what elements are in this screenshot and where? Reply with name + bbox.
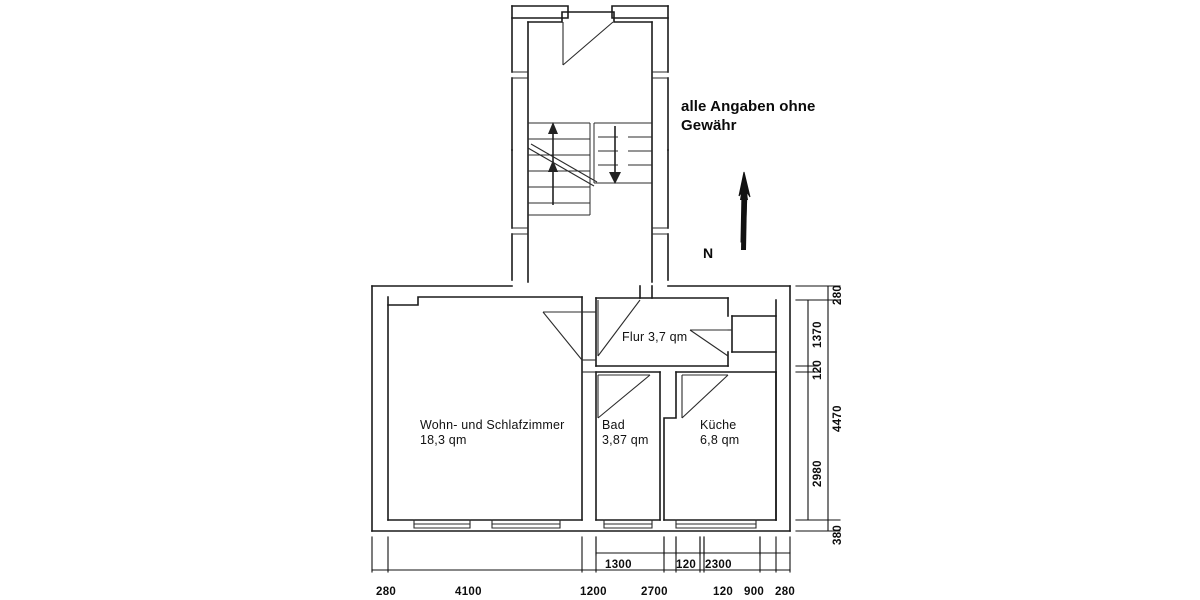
window-bad [603, 519, 653, 529]
stairwell-entry-door [562, 21, 614, 66]
disclaimer-line-2: Gewähr [681, 117, 737, 134]
stair-treads-down [593, 122, 652, 184]
door-swing-bad [597, 374, 651, 419]
room-outline-flur [581, 285, 729, 367]
dimension-lines-bottom [371, 536, 791, 573]
dim-bottom-outer-280-right: 280 [775, 586, 796, 598]
window-kueche [675, 519, 757, 529]
room-name-kueche: Küche [700, 418, 737, 432]
room-label-bad: Bad 3,87 qm [602, 418, 649, 448]
dim-bottom-outer-280-left: 280 [376, 586, 397, 598]
door-swing-closet [689, 329, 732, 357]
room-label-wohn-schlafzimmer: Wohn- und Schlafzimmer 18,3 qm [420, 418, 565, 448]
dim-bottom-inner-120: 120 [676, 559, 697, 571]
north-arrow-icon [738, 171, 751, 250]
disclaimer-line-1: alle Angaben ohne [681, 98, 816, 115]
room-area-kueche: 6,8 qm [700, 433, 740, 447]
room-name-flur: Flur 3,7 qm [622, 330, 688, 344]
dimension-lines-right [795, 285, 841, 532]
dim-bottom-outer-1200: 1200 [580, 586, 607, 598]
dim-bottom-outer-4100: 4100 [455, 586, 482, 598]
apartment-outer-walls [371, 285, 791, 532]
room-outline-wohnzimmer [387, 296, 583, 521]
dim-right-outer-280: 280 [832, 284, 844, 305]
door-swing-wohnzimmer [542, 311, 596, 361]
door-swing-kueche [681, 374, 729, 419]
disclaimer-note: alle Angaben ohne Gewähr [681, 97, 816, 135]
room-area-wohn-schlafzimmer: 18,3 qm [420, 433, 467, 447]
dim-right-outer-380: 380 [832, 524, 844, 545]
dim-right-outer-4470: 4470 [832, 405, 844, 432]
room-outline-bad [581, 371, 661, 521]
dim-bottom-outer-900: 900 [744, 586, 765, 598]
stair-break-line [527, 143, 598, 187]
dim-right-inner-1370: 1370 [812, 321, 824, 348]
window-wohnzimmer-left [413, 519, 471, 529]
dim-bottom-inner-1300: 1300 [605, 559, 632, 571]
dim-right-inner-120: 120 [812, 359, 824, 380]
door-swing-flur-entry [597, 299, 641, 357]
dim-bottom-inner-2300: 2300 [705, 559, 732, 571]
stair-treads-up [528, 122, 591, 216]
room-area-bad: 3,87 qm [602, 433, 649, 447]
stair-direction-arrow-up-secondary [548, 160, 558, 172]
room-name-bad: Bad [602, 418, 625, 432]
room-outline-kueche [663, 371, 777, 521]
room-label-kueche: Küche 6,8 qm [700, 418, 739, 448]
dim-right-inner-2980: 2980 [812, 460, 824, 487]
closet-outline [727, 315, 777, 353]
dim-bottom-outer-2700: 2700 [641, 586, 668, 598]
compass-north-label: N [703, 245, 714, 261]
stair-direction-arrow-down [609, 126, 621, 184]
dim-bottom-outer-120: 120 [713, 586, 734, 598]
room-label-flur: Flur 3,7 qm [622, 330, 687, 345]
window-wohnzimmer-right [491, 519, 561, 529]
stairwell-structure [511, 5, 669, 283]
room-name-wohn-schlafzimmer: Wohn- und Schlafzimmer [420, 418, 565, 432]
